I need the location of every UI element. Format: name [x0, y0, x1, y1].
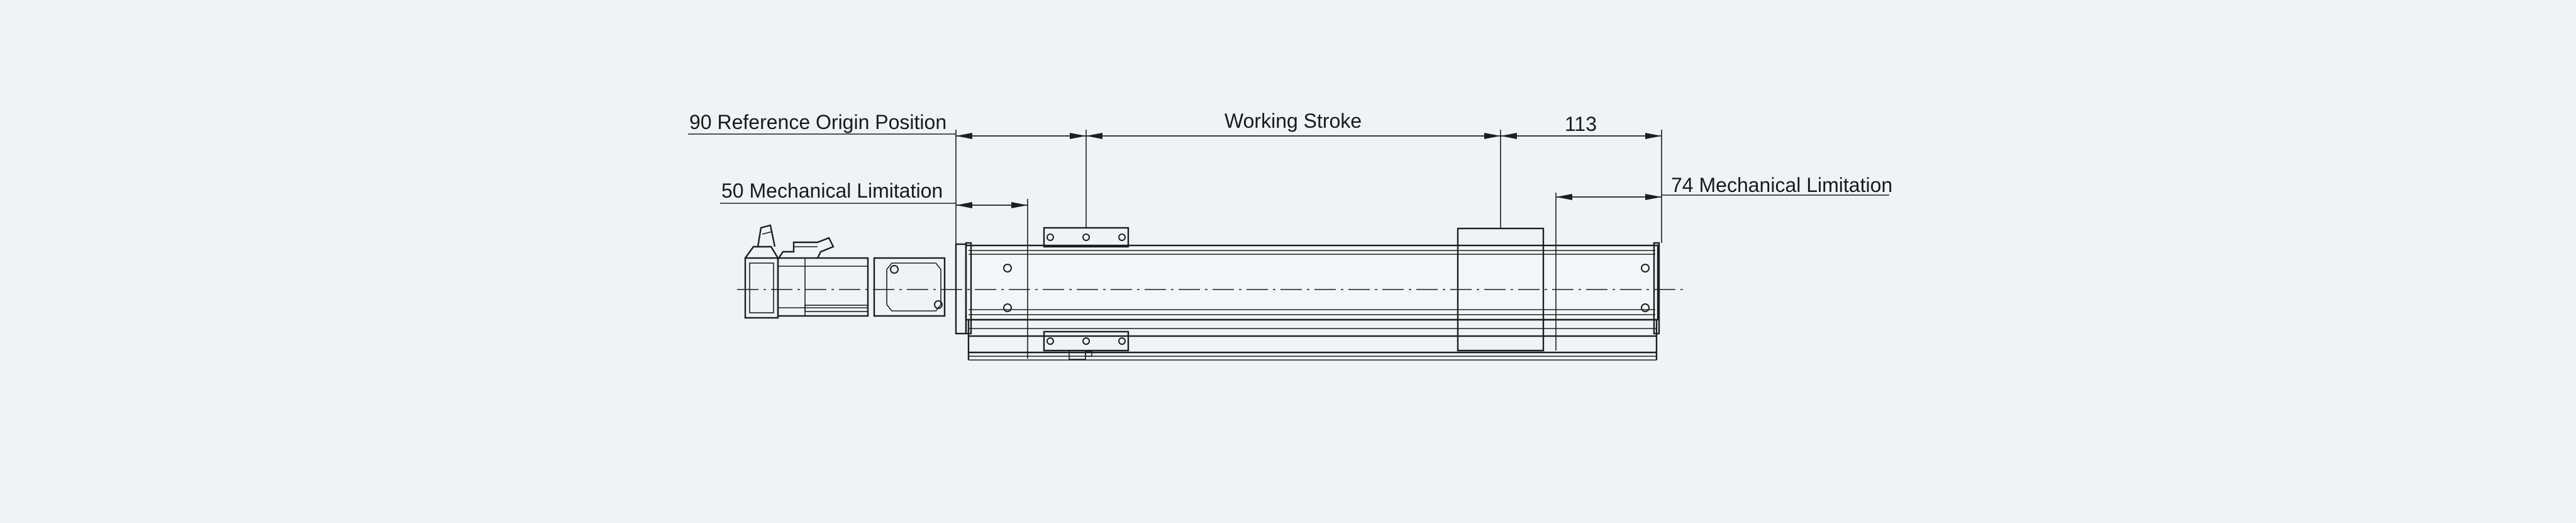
label-mech-limit-left: 50 Mechanical Limitation — [721, 179, 943, 202]
rail-profile — [965, 244, 1659, 321]
screw-hole — [934, 300, 943, 309]
screw-hole — [1003, 264, 1012, 273]
screw-hole — [890, 265, 899, 274]
cable-gland — [777, 237, 835, 260]
motor-assembly — [744, 224, 967, 335]
extension-lines — [688, 130, 1889, 359]
screw-hole — [1641, 264, 1650, 273]
base-rail — [967, 318, 1658, 337]
coupling-housing — [777, 257, 869, 317]
label-mech-limit-right: 74 Mechanical Limitation — [1671, 174, 1892, 196]
label-reference-origin: 90 Reference Origin Position — [689, 111, 947, 133]
screw-hole — [1003, 303, 1012, 312]
carriage-top — [1043, 227, 1130, 248]
label-working-stroke: Working Stroke — [1224, 110, 1362, 132]
screw-hole — [1641, 303, 1650, 312]
end-plate — [955, 243, 967, 335]
motor-connector — [757, 224, 776, 247]
right-end-cap — [1653, 242, 1660, 335]
motor-mount-block — [873, 257, 946, 317]
label-end-length: 113 — [1565, 113, 1597, 135]
motor-can — [744, 257, 779, 319]
actuator-body — [965, 242, 1660, 361]
carriage-bottom — [1043, 330, 1130, 360]
dimension-lines — [956, 133, 1662, 208]
